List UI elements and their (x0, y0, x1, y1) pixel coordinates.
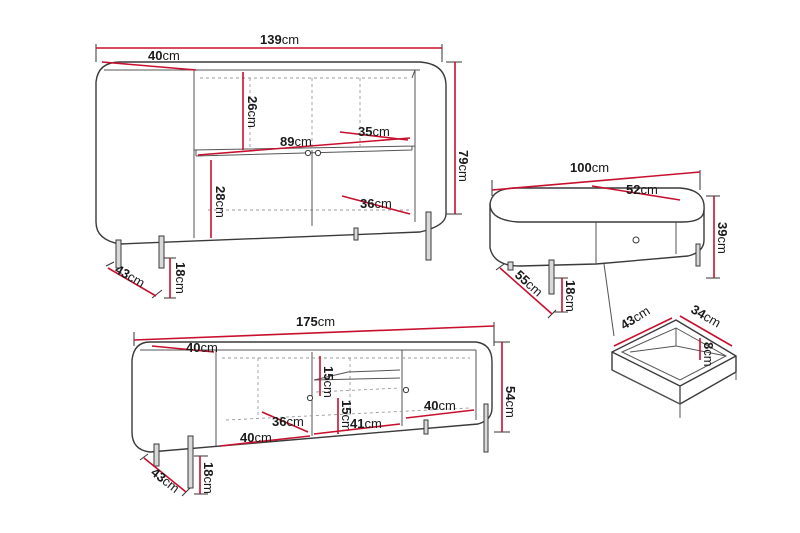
coffee-table-width-label: 100cm (570, 160, 609, 175)
tv-stand-width-label: 175cm (296, 314, 335, 329)
sideboard-knob-left (304, 149, 312, 157)
coffee-table-leg (507, 261, 514, 271)
sideboard-depth-line (101, 61, 197, 71)
drawer-box (611, 319, 737, 405)
tv-stand-leg (483, 403, 489, 453)
sideboard-depth-label: 40cm (148, 48, 180, 63)
sideboard-lower-height-label: 28cm (213, 186, 228, 218)
tv-stand-top (131, 341, 493, 453)
coffee-table: 100cm 52cm 39cm 55cm 18cm (489, 160, 730, 337)
tv-stand-leg (153, 443, 160, 467)
tv-stand-depth-line (151, 345, 215, 353)
drawer-depth-label: 43cm (618, 303, 653, 333)
coffee-table-body (489, 203, 705, 267)
sideboard-leg (158, 235, 165, 269)
sideboard: 139cm 40cm 79cm 26cm 28cm 89cm 35cm 36cm… (95, 32, 471, 299)
coffee-table-depth-line (499, 267, 553, 315)
tv-stand-lower-height-label: 15cm (339, 400, 354, 432)
sideboard-inner-width-line (197, 137, 411, 156)
tv-stand-middle-width-line (313, 423, 401, 435)
tv-stand-right-width-line (405, 409, 475, 419)
sideboard-lower-shelf-label: 36cm (360, 196, 392, 211)
coffee-table-leg-height-label: 18cm (563, 280, 578, 312)
drawer-width-label: 34cm (689, 302, 724, 331)
tv-stand-left-width-label: 40cm (240, 430, 272, 445)
sideboard-upper-shelf-label: 35cm (358, 124, 390, 139)
sideboard-lower-shelf-line (341, 195, 411, 215)
sideboard-top (95, 61, 447, 245)
tv-stand-upper-height-label: 15cm (321, 366, 336, 398)
sideboard-inner-width-label: 89cm (280, 134, 312, 149)
tv-stand-leg-depth-line (143, 457, 187, 493)
tv-stand-shelf-depth-line (261, 411, 309, 433)
sideboard-knob-right (314, 149, 322, 157)
coffee-table-drawer-front (595, 222, 677, 264)
coffee-table-drawer-width-line (591, 185, 681, 201)
drawer-depth-line (613, 317, 673, 347)
drawer: 43cm 34cm 8cm (611, 302, 737, 418)
coffee-table-knob (632, 236, 640, 244)
tv-stand-width-line (133, 325, 495, 341)
sideboard-height-label: 79cm (456, 150, 471, 182)
tv-stand-leg-depth-label: 43cm (148, 465, 182, 496)
sideboard-leg (425, 211, 432, 261)
coffee-table-width-line (491, 171, 701, 191)
sideboard-leg (115, 239, 122, 269)
sideboard-leg-height-label: 18cm (173, 262, 188, 294)
tv-stand-middle-width-label: 41cm (350, 416, 382, 431)
coffee-table-height-label: 39cm (715, 222, 730, 254)
coffee-table-leg (695, 243, 701, 267)
coffee-table-leg (548, 259, 555, 295)
sideboard-width-label: 139cm (260, 32, 299, 47)
tv-stand-knob (306, 394, 314, 402)
coffee-table-drawer-width-label: 52cm (626, 182, 658, 197)
tv-stand-leg-height-label: 18cm (201, 462, 216, 494)
drawer-height-label: 8cm (701, 342, 716, 367)
sideboard-compartment (193, 69, 416, 238)
sideboard-leg-depth-label: 43cm (113, 262, 148, 291)
tv-stand-depth-label: 40cm (186, 340, 218, 355)
coffee-table-top (489, 187, 705, 223)
tv-stand: 175cm 40cm 54cm 15cm 15cm 36cm 40cm 41cm… (131, 314, 518, 497)
tv-stand-height-label: 54cm (503, 386, 518, 418)
sideboard-leg-depth-line (107, 267, 157, 297)
tv-stand-compartments (215, 350, 477, 446)
drawer-callout-line (603, 263, 615, 337)
tv-stand-right-width-label: 40cm (424, 398, 456, 413)
tv-stand-leg (423, 419, 429, 435)
sideboard-upper-shelf-line (339, 131, 409, 141)
tv-stand-leg (187, 435, 194, 489)
tv-stand-knob (402, 386, 410, 394)
sideboard-upper-height-label: 26cm (245, 96, 260, 128)
tv-stand-shelf-depth-label: 36cm (272, 414, 304, 429)
tv-stand-left-width-line (219, 435, 311, 447)
sideboard-leg (353, 227, 359, 241)
drawer-width-line (679, 315, 733, 347)
